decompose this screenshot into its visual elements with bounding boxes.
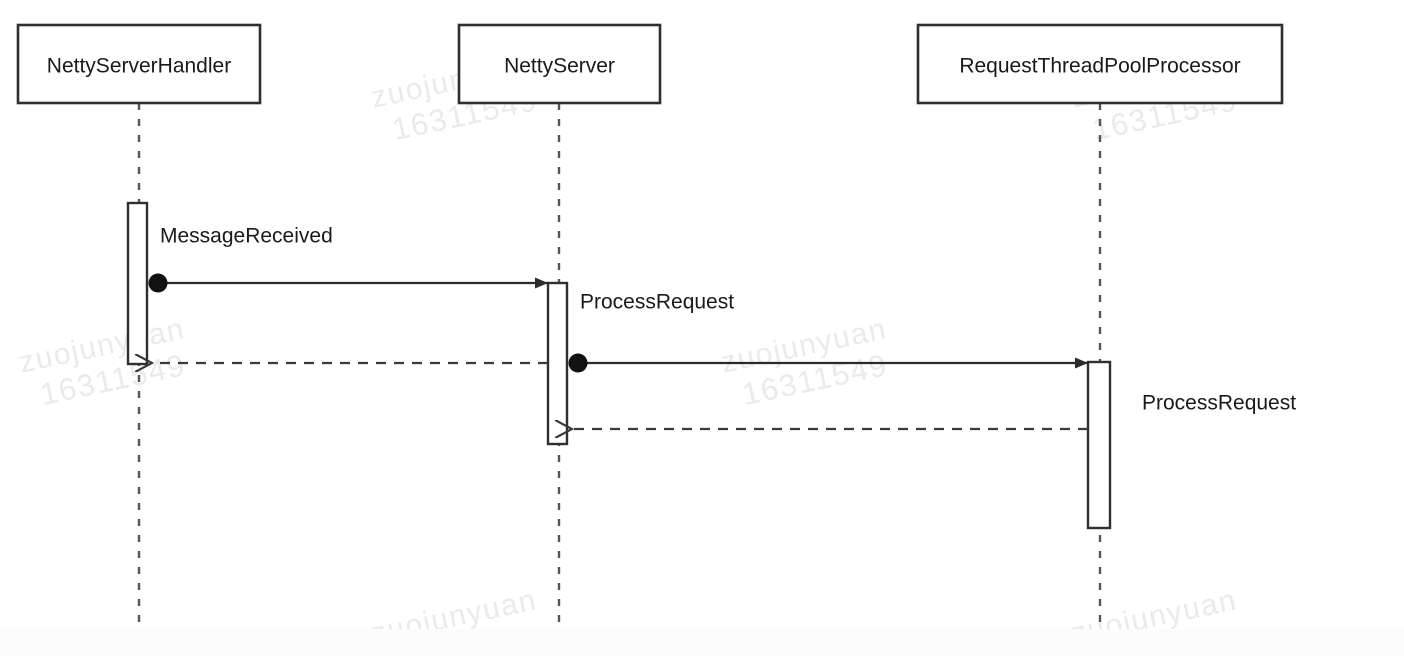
message-label: ProcessRequest — [1142, 392, 1296, 415]
bottom-band — [0, 629, 1404, 656]
participant-box — [457, 23, 662, 105]
lifeline-layer — [137, 103, 1102, 628]
message-process-request-server[interactable]: ProcessRequest — [568, 291, 1089, 373]
return-layer — [152, 363, 1088, 429]
participant-label: RequestThreadPoolProcessor — [959, 55, 1240, 78]
participant-request-thread-pool-processor[interactable]: RequestThreadPoolProcessor — [916, 23, 1284, 105]
activation-layer — [126, 201, 1112, 530]
message-process-request-processor[interactable]: ProcessRequest — [1142, 392, 1296, 415]
participant-box — [916, 23, 1284, 105]
message-origin-dot — [568, 353, 588, 373]
watermark-layer: zuojunyuan 16311549 zuojunyuan 16311549 … — [16, 47, 1240, 650]
participant-box — [16, 23, 262, 105]
participant-label: NettyServerHandler — [47, 55, 231, 78]
message-label: MessageReceived — [160, 225, 333, 248]
participant-label: NettyServer — [504, 55, 615, 78]
participant-netty-server[interactable]: NettyServer — [457, 23, 662, 105]
message-message-received[interactable]: MessageReceived — [148, 225, 549, 293]
participant-netty-server-handler[interactable]: NettyServerHandler — [16, 23, 262, 105]
message-origin-dot — [148, 273, 168, 293]
activation-bar-request-thread-pool-processor[interactable] — [1086, 360, 1112, 530]
message-label: ProcessRequest — [580, 291, 734, 314]
message-layer: MessageReceived ProcessRequest ProcessRe… — [148, 225, 1296, 415]
activation-bar-netty-server[interactable] — [546, 281, 569, 446]
participant-layer: NettyServerHandler NettyServer RequestTh… — [16, 23, 1284, 105]
activation-bar-netty-server-handler[interactable] — [126, 201, 149, 366]
